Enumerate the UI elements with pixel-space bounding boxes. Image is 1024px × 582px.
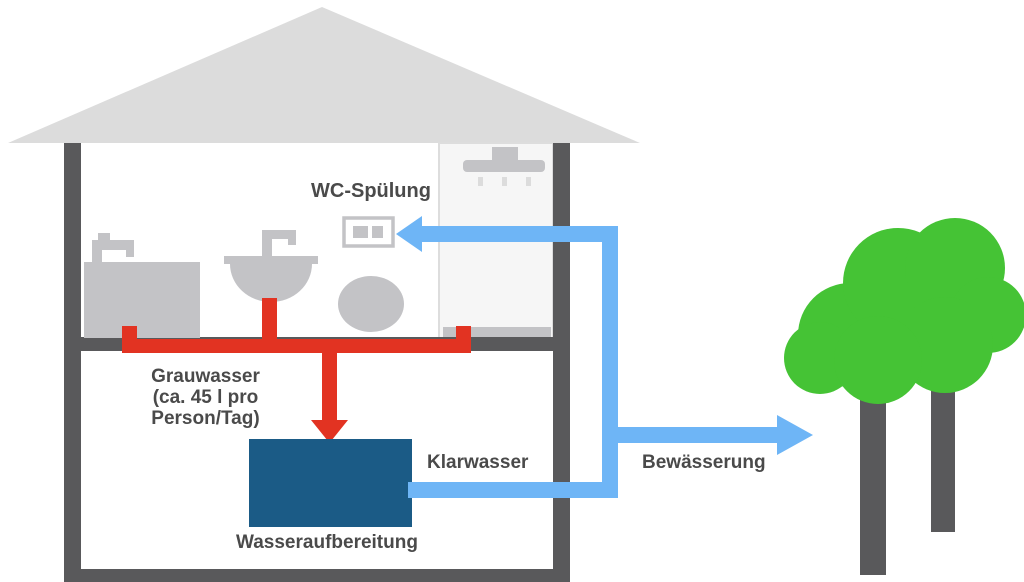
faucet-icon <box>92 233 134 264</box>
greywater-label-line3: Person/Tag) <box>151 408 260 429</box>
fixtures <box>84 147 551 338</box>
greywater-arrowhead-icon <box>311 420 348 443</box>
wc-cistern-icon <box>342 216 395 248</box>
trees <box>784 218 1024 575</box>
shower-head-icon <box>463 147 545 186</box>
sink-drain-pipe <box>262 298 277 346</box>
right-wall <box>553 143 570 582</box>
ground-floor <box>64 569 570 582</box>
treatment-label: Wasseraufbereitung <box>236 532 418 553</box>
greywater-label: Grauwasser (ca. 45 l pro Person/Tag) <box>133 366 278 429</box>
treatment-tank <box>249 439 412 527</box>
clearwater-outlet-pipe <box>408 482 608 498</box>
greywater-pipes <box>122 298 471 443</box>
greywater-label-line2: (ca. 45 l pro <box>152 387 259 408</box>
greywater-down-pipe <box>322 339 337 422</box>
clearwater-pipes <box>396 216 813 498</box>
shower-tray <box>443 327 551 337</box>
greywater-collector-pipe <box>122 339 471 353</box>
tree-foliage <box>784 218 1024 404</box>
wc-flush-label: WC-Spülung <box>311 180 431 202</box>
clearwater-label: Klarwasser <box>427 452 529 473</box>
irrigation-arrowhead-icon <box>777 415 813 455</box>
wc-cistern-buttons <box>353 226 383 238</box>
washing-machine-icon <box>84 262 200 338</box>
wc-arrowhead-icon <box>396 216 422 252</box>
roof <box>8 7 640 143</box>
irrigation-label: Bewässerung <box>642 452 766 473</box>
tree-trunk-left <box>860 375 886 575</box>
irrigation-pipe <box>618 427 779 443</box>
sink-icon <box>224 230 318 302</box>
left-wall <box>64 143 81 582</box>
toilet-icon <box>338 276 404 332</box>
greywater-label-line1: Grauwasser <box>151 366 260 387</box>
clearwater-return-pipe <box>420 226 618 242</box>
clearwater-riser-pipe <box>602 226 618 498</box>
